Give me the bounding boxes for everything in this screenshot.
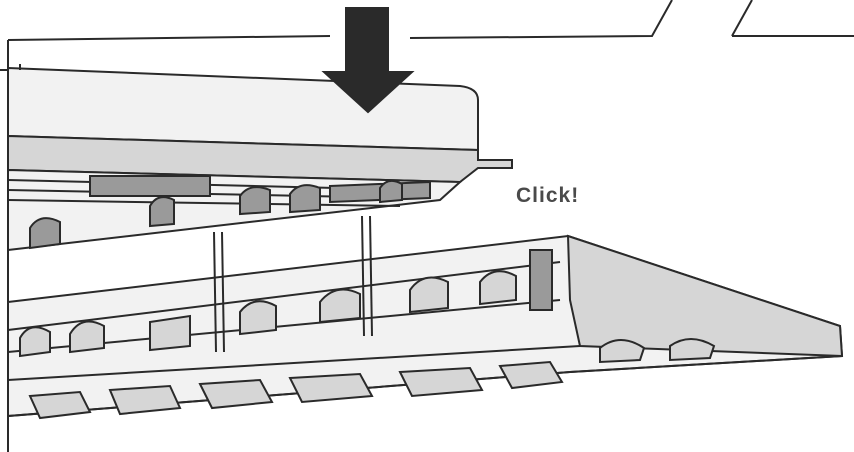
alignment-guides xyxy=(213,215,373,353)
tray-connector xyxy=(529,249,553,311)
down-arrow-icon xyxy=(321,7,415,114)
click-callout: Click! xyxy=(516,184,580,207)
tray-recesses xyxy=(19,270,716,420)
module-pins xyxy=(29,175,431,250)
base-tray xyxy=(7,234,844,420)
drive-module xyxy=(7,64,513,252)
